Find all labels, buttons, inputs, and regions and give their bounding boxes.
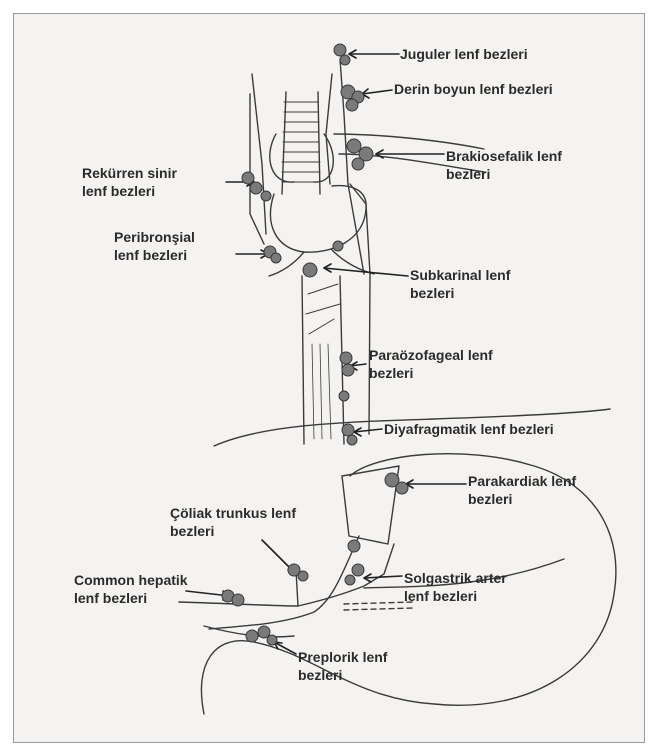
label-solgastrik-line2: lenf bezleri (404, 587, 507, 605)
label-common-hepatik: Common hepatik lenf bezleri (74, 571, 188, 607)
label-preplorik: Preplorik lenf bezleri (298, 648, 387, 684)
node-peribronsial (264, 246, 281, 263)
label-paraozofageal-line2: bezleri (369, 364, 493, 382)
label-coliak-line1: Çöliak trunkus lenf (170, 504, 296, 522)
mediastinal-border (350, 184, 370, 434)
label-coliak: Çöliak trunkus lenf bezleri (170, 504, 296, 540)
label-subkarinal-line2: bezleri (410, 284, 510, 302)
label-peribronsial-line2: lenf bezleri (114, 246, 195, 264)
label-diyafragmatik-line1: Diyafragmatik lenf bezleri (384, 420, 554, 438)
label-solgastrik: Solgastrik arter lenf bezleri (404, 569, 507, 605)
trachea (282, 92, 320, 194)
label-common-hepatik-line2: lenf bezleri (74, 589, 188, 607)
left-gastric-artery (298, 544, 394, 606)
dashed-line-2 (344, 608, 414, 610)
label-juguler-line1: Juguler lenf bezleri (400, 45, 528, 63)
neck-vessel-right (326, 74, 332, 184)
esophagus (302, 276, 344, 444)
label-brakiosefalik-line2: bezleri (446, 165, 562, 183)
label-coliak-line2: bezleri (170, 522, 296, 540)
label-solgastrik-line1: Solgastrik arter (404, 569, 507, 587)
label-rekurren-line1: Rekürren sinir (82, 164, 177, 182)
label-peribronsial-line1: Peribronşial (114, 228, 195, 246)
node-juguler (334, 44, 350, 65)
anatomy-drawing (14, 14, 644, 742)
label-parakardiak: Parakardiak lenf bezleri (468, 472, 576, 508)
label-juguler: Juguler lenf bezleri (400, 45, 528, 63)
node-coliak (288, 564, 308, 581)
figure-frame: Juguler lenf bezleri Derin boyun lenf be… (13, 13, 645, 743)
label-brakiosefalik: Brakiosefalik lenf bezleri (446, 147, 562, 183)
node-derin-boyun (341, 85, 364, 111)
stomach-lesser-curve (209, 536, 359, 629)
label-brakiosefalik-line1: Brakiosefalik lenf (446, 147, 562, 165)
label-subkarinal-line1: Subkarinal lenf (410, 266, 510, 284)
neck-vessel-left (252, 74, 266, 234)
node-parakardiak (385, 473, 408, 494)
label-preplorik-line2: bezleri (298, 666, 387, 684)
label-diyafragmatik: Diyafragmatik lenf bezleri (384, 420, 554, 438)
aortic-arch (271, 186, 367, 253)
label-parakardiak-line2: bezleri (468, 490, 576, 508)
label-paraozofageal-line1: Paraözofageal lenf (369, 346, 493, 364)
node-paraozofageal (339, 352, 354, 401)
label-derin-boyun: Derin boyun lenf bezleri (394, 80, 553, 98)
label-rekurren: Rekürren sinir lenf bezleri (82, 164, 177, 200)
node-preplorik (246, 626, 277, 645)
label-paraozofageal: Paraözofageal lenf bezleri (369, 346, 493, 382)
node-subkarinal (303, 241, 343, 277)
node-rekurren (242, 172, 271, 201)
label-subkarinal: Subkarinal lenf bezleri (410, 266, 510, 302)
label-parakardiak-line1: Parakardiak lenf (468, 472, 576, 490)
label-derin-boyun-line1: Derin boyun lenf bezleri (394, 80, 553, 98)
label-rekurren-line2: lenf bezleri (82, 182, 177, 200)
label-preplorik-line1: Preplorik lenf (298, 648, 387, 666)
label-common-hepatik-line1: Common hepatik (74, 571, 188, 589)
label-peribronsial: Peribronşial lenf bezleri (114, 228, 195, 264)
thyroid (270, 134, 334, 182)
